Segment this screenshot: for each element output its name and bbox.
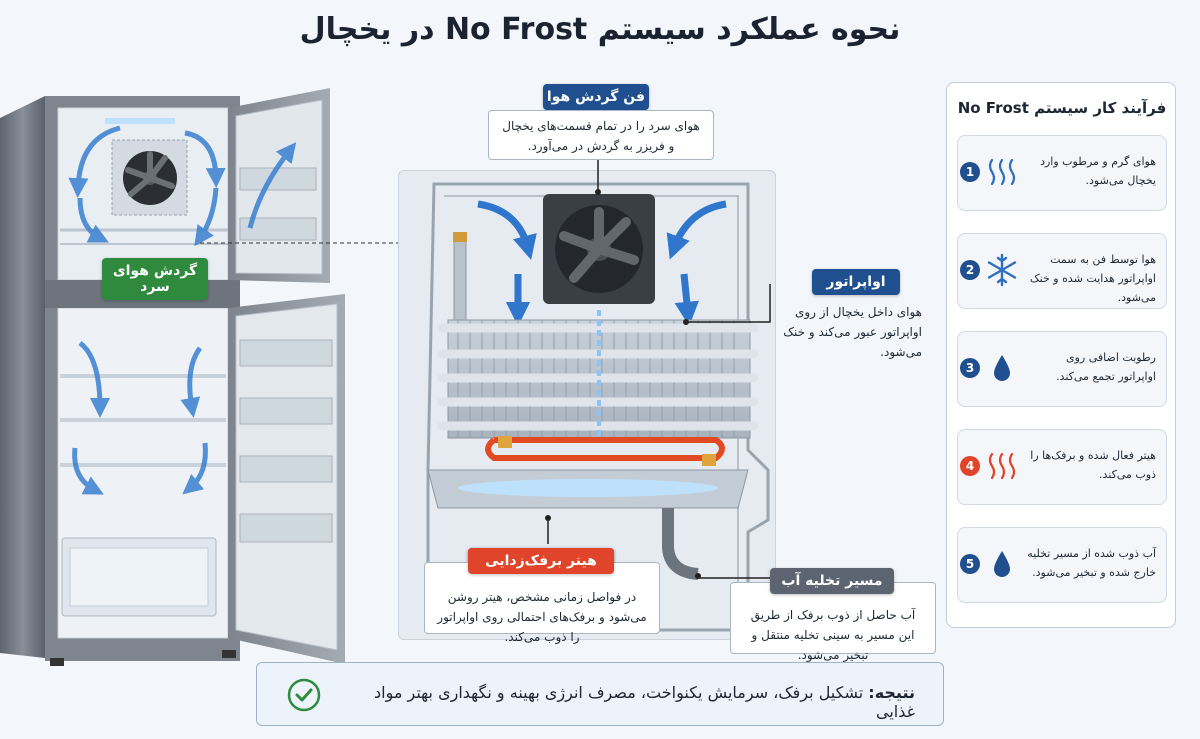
process-step-4: 4 هیتر فعال شده و برفک‌ها را ذوب می‌کند. <box>957 429 1167 505</box>
step-number: 3 <box>960 358 980 378</box>
process-step-1: 1 هوای گرم و مرطوب وارد یخچال می‌شود. <box>957 135 1167 211</box>
drain-leader-line <box>698 577 776 579</box>
step-text: آب ذوب شده از مسیر تخلیه خارج شده و تبخی… <box>1027 547 1156 579</box>
process-step-3: 3 رطوبت اضافی روی اواپراتور تجمع می‌کند. <box>957 331 1167 407</box>
snowflake-icon <box>987 253 1017 287</box>
result-text: نتیجه: تشکیل برفک، سرمایش یکنواخت، مصرف … <box>355 683 915 721</box>
fan-callout-text: هوای سرد را در تمام قسمت‌های یخچال و فری… <box>488 110 714 160</box>
evaporator-callout-text: هوای داخل یخچال از روی اواپراتور عبور می… <box>783 305 922 359</box>
result-description: تشکیل برفک، سرمایش یکنواخت، مصرف انرژی ب… <box>374 683 915 721</box>
result-bar: نتیجه: تشکیل برفک، سرمایش یکنواخت، مصرف … <box>256 662 944 726</box>
heater-callout-text: در فواصل زمانی مشخص، هیتر روشن می‌شود و … <box>424 562 660 644</box>
fan-callout-title: فن گردش هوا <box>543 84 649 110</box>
process-step-2: 2 هوا توسط فن به سمت اواپراتور هدایت شده… <box>957 233 1167 309</box>
heat-waves-icon <box>988 452 1016 480</box>
cold-air-circulation-label: گردش هوای سرد <box>102 258 208 300</box>
evaporator-leader-line <box>686 284 771 323</box>
step-text: هیتر فعال شده و برفک‌ها را ذوب می‌کند. <box>1030 449 1156 481</box>
step-number: 2 <box>960 260 980 280</box>
page-title: نحوه عملکرد سیستم No Frost در یخچال <box>299 12 901 47</box>
step-text: هوای گرم و مرطوب وارد یخچال می‌شود. <box>1040 155 1156 187</box>
process-steps-title: فرآیند کار سیستم No Frost <box>957 99 1167 117</box>
drain-callout-title: مسیر تخلیه آب <box>770 568 894 594</box>
evaporator-assembly <box>426 182 770 632</box>
evaporator-callout-title: اواپراتور <box>812 269 900 295</box>
fridge-illustration <box>0 88 345 666</box>
step-number: 4 <box>960 456 980 476</box>
result-label: نتیجه: <box>868 683 915 702</box>
heater-callout-title-overlay: هیتر برفک‌زدایی <box>468 548 614 574</box>
fan-leader-line <box>597 160 599 190</box>
step-text: هوا توسط فن به سمت اواپراتور هدایت شده و… <box>1029 253 1156 304</box>
step-number: 1 <box>960 162 980 182</box>
warm-air-icon <box>988 158 1016 186</box>
drain-callout-text: آب حاصل از ذوب برفک از طریق این مسیر به … <box>730 582 936 662</box>
step-number: 5 <box>960 554 980 574</box>
process-steps-panel: فرآیند کار سیستم No Frost 1 هوای گرم و م… <box>946 82 1176 628</box>
step-text: رطوبت اضافی روی اواپراتور تجمع می‌کند. <box>1056 351 1156 383</box>
process-step-5: 5 آب ذوب شده از مسیر تخلیه خارج شده و تب… <box>957 527 1167 603</box>
water-drop-icon <box>994 551 1010 577</box>
heater-leader-line <box>547 518 549 544</box>
check-circle-icon <box>287 678 321 712</box>
water-drop-icon <box>994 355 1010 381</box>
